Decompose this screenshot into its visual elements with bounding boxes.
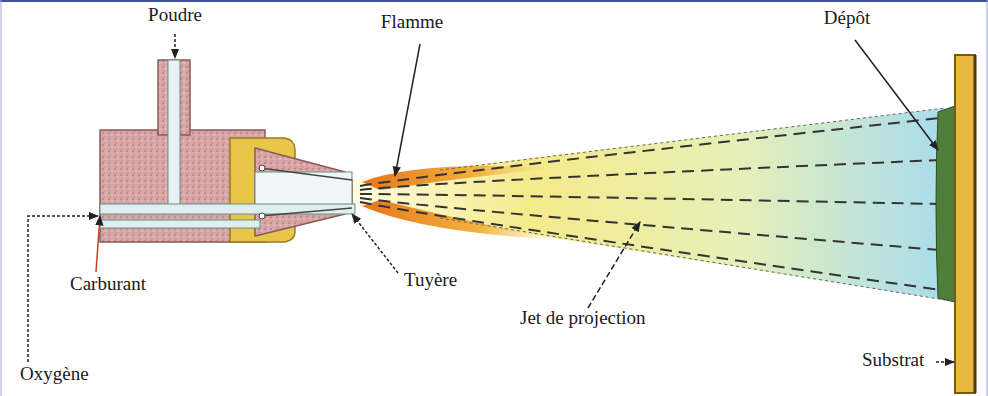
part-label: Tuyère	[404, 270, 457, 291]
part-label: Carburant	[70, 274, 146, 295]
part-label: Flamme	[381, 12, 443, 33]
part-label: Substrat	[862, 350, 924, 371]
part-label: Oxygène	[20, 364, 89, 385]
part-label: Dépôt	[824, 8, 870, 29]
part-label: Poudre	[148, 5, 202, 26]
part-label: Jet de projection	[520, 308, 646, 329]
